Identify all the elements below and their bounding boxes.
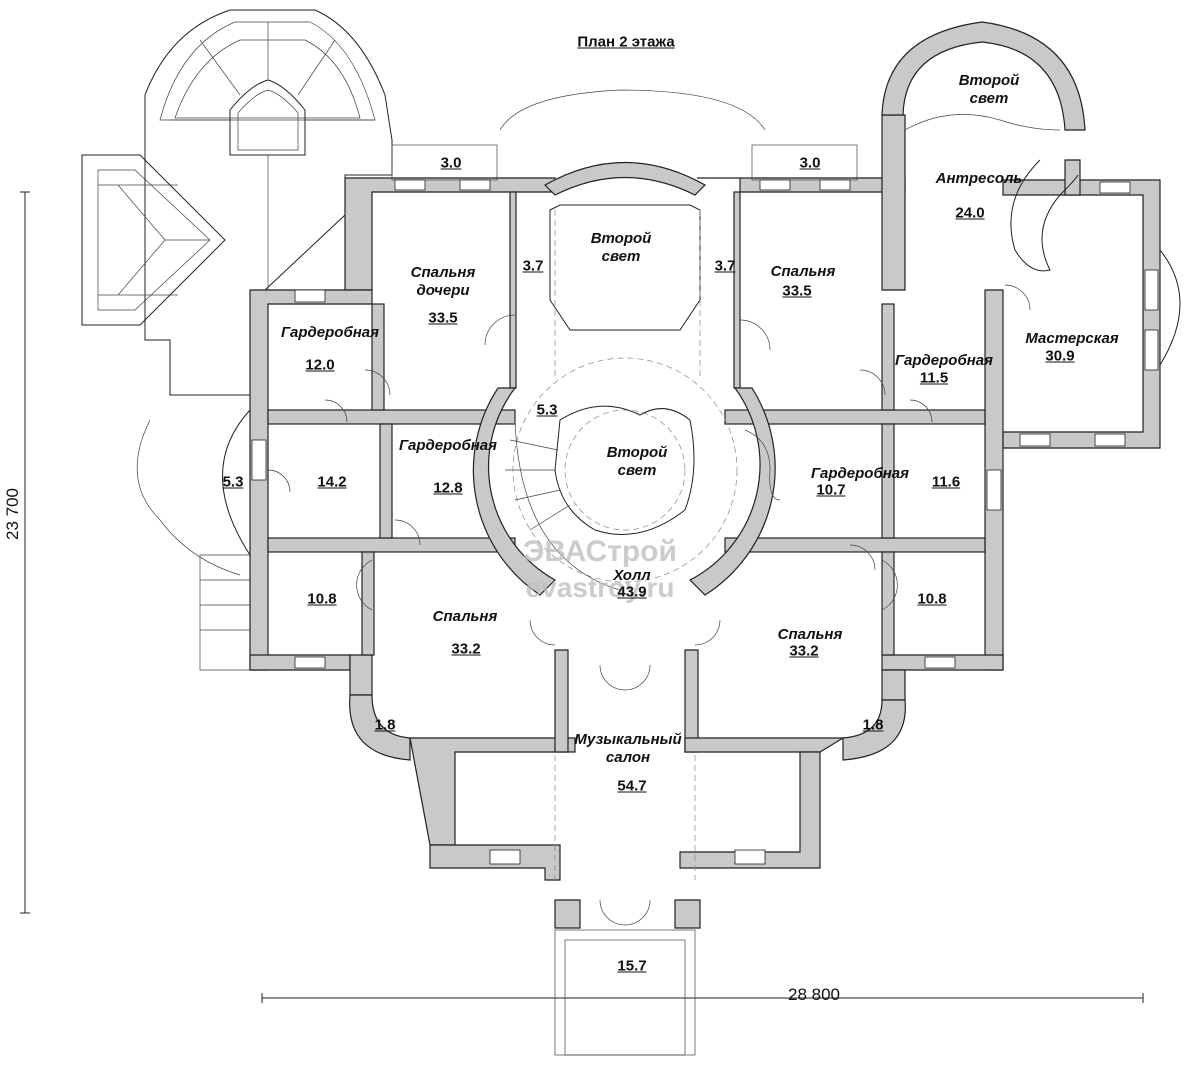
room-area-wardrobe-mid-right: 10.7 [816,481,846,499]
area-balcony-right: 3.0 [799,154,821,172]
room-name-bedroom-top-right: Спальня [770,263,836,280]
room-area-hall: 43.9 [617,583,647,601]
area-balcony-left: 3.0 [440,154,462,172]
room-area-wardrobe-right: 11.5 [919,369,949,387]
room-name-mezzanine: Антресоль [935,170,1023,187]
room-name-wardrobe-mid-right: Гардеробная [811,465,909,482]
area-porch: 15.7 [617,957,647,975]
room-name-bedroom-bottom-right: Спальня [777,626,843,643]
area-room-10-8-left: 10.8 [307,590,337,608]
room-name-bedroom-daughter: Спальня дочери [410,264,476,299]
interior-walls [267,191,986,656]
area-bay-left: 5.3 [222,473,244,491]
top-bay [544,161,706,380]
area-passage-right: 3.7 [714,257,736,275]
room-name-wardrobe-mid-left: Гардеробная [399,437,497,454]
windows [251,179,1159,865]
top-right-round-room [881,21,1086,272]
room-name-workshop: Мастерская [1025,330,1119,347]
room-name-bedroom-bottom-left: Спальня [432,608,498,625]
watermark-brand: ЭВАСтрой [523,535,677,568]
watermark-site: evastroy.ru [525,572,675,603]
height-dimension-label: 23 700 [3,488,22,540]
room-area-mezzanine: 24.0 [955,204,985,222]
room-area-bedroom-bottom-left: 33.2 [451,640,481,658]
workshop-bay [1159,249,1181,366]
room-area-wardrobe-mid-left: 12.8 [433,479,463,497]
room-name-music-salon: Музыкальный салон [574,731,682,766]
doors [267,284,1031,926]
area-room-10-8-right: 10.8 [917,590,947,608]
area-room-14-2: 14.2 [317,473,347,491]
room-area-wardrobe-left: 12.0 [305,356,335,374]
room-area-bedroom-bottom-right: 33.2 [789,642,819,660]
room-name-second-light-top: Второй свет [590,230,652,265]
room-name-wardrobe-left: Гардеробная [281,324,379,341]
bottom-left-bay [349,694,411,761]
area-bay-bottom-right: 1.8 [862,716,884,734]
room-name-second-light-hall: Второй свет [606,444,668,479]
bottom-right-bay [842,699,906,761]
area-passage-left: 3.7 [522,257,544,275]
left-roof-terrace [81,9,393,671]
room-name-hall: Холл [613,567,651,584]
room-name-wardrobe-right: Гардеробная [895,352,993,369]
left-bay [222,409,251,556]
room-area-bedroom-top-right: 33.5 [782,282,812,300]
dimension-lines [20,191,1144,1003]
width-dimension-label: 28 800 [788,985,840,1004]
room-area-workshop: 30.9 [1045,347,1075,365]
central-rotunda [472,357,781,596]
balconies [391,144,858,1056]
room-area-bedroom-daughter: 33.5 [428,309,458,327]
area-stair-landing: 5.3 [536,401,558,419]
upper-terrace-outline [499,89,766,131]
room-name-second-light-corner: Второй свет [958,72,1020,107]
area-bay-bottom-left: 1.8 [374,716,396,734]
room-area-music-salon: 54.7 [617,777,647,795]
plan-title: План 2 этажа [577,33,675,51]
area-room-11-6: 11.6 [931,473,961,491]
